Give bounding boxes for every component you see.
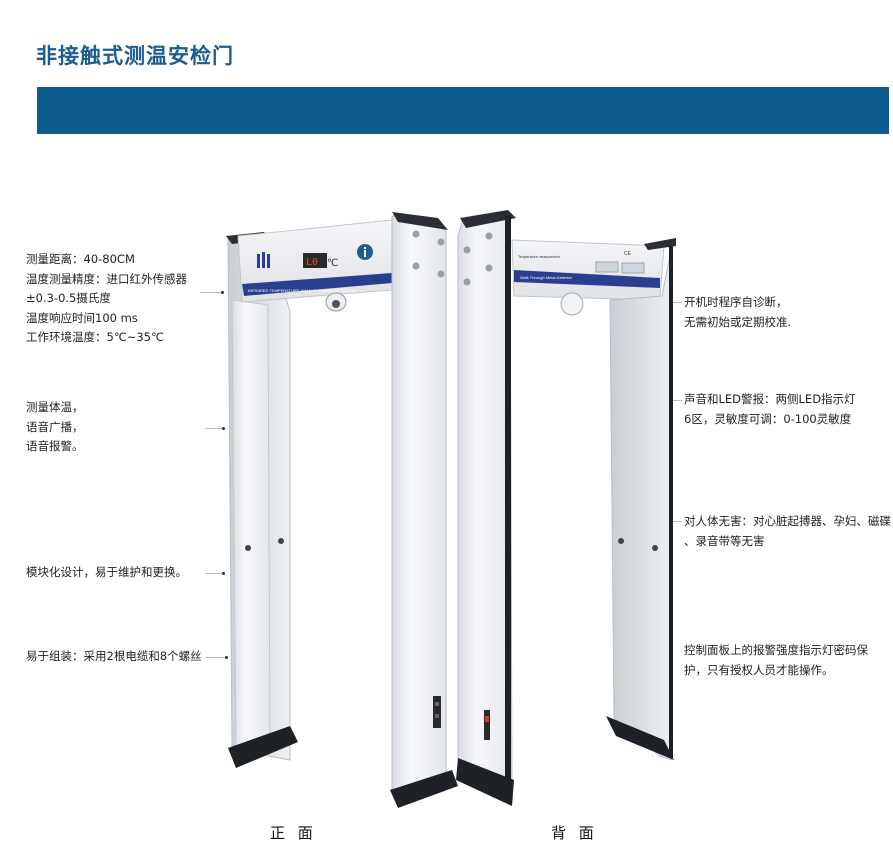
feature-line: 语音广播，: [26, 419, 84, 434]
leader-line: [668, 400, 682, 401]
front-strip-text: INFRARED TEMPERATURE WALK THROUGH DETECT…: [248, 288, 356, 293]
feature-line: 易于组装：采用2根电缆和8个螺丝: [26, 649, 202, 663]
feature-right-harmless: 对人体无害：对心脏起搏器、孕妇、磁碟 、录音带等无害: [684, 512, 891, 551]
screw-icon: [437, 270, 445, 278]
feature-line: 、录音带等无害: [684, 533, 765, 548]
feature-line: 声音和LED警报：两侧LED指示灯: [684, 392, 856, 406]
sensor-dot: [652, 545, 658, 551]
control-port: [433, 696, 441, 728]
leader-line: [205, 573, 223, 574]
feature-line: 温度测量精度：进口红外传感器: [26, 271, 187, 286]
screw-icon: [463, 278, 471, 286]
control-port: [484, 710, 490, 740]
feature-line: 温度响应时间100 ms: [26, 310, 138, 325]
feature-line: 测量体温，: [26, 400, 84, 414]
feature-line: 6区，灵敏度可调：0-100灵敏度: [684, 411, 852, 426]
feature-line: 测量距离：40-80CM: [26, 252, 135, 266]
camera-icon: [560, 292, 584, 316]
feature-right-alarm: 声音和LED警报：两侧LED指示灯 6区，灵敏度可调：0-100灵敏度: [684, 390, 856, 429]
back-top-text: Temperature measurement: [518, 255, 560, 259]
temperature-display-unit: ℃: [327, 258, 338, 269]
feature-line: 无需初始或定期校准.: [684, 314, 792, 329]
feature-left-voice: 测量体温， 语音广播， 语音报警。: [26, 398, 84, 457]
leader-line: [668, 302, 682, 303]
feature-line: 开机时程序自诊断，: [684, 295, 788, 309]
leader-dot: [222, 572, 225, 575]
ce-mark: CE: [372, 277, 380, 283]
screw-icon: [485, 264, 493, 272]
back-display: [595, 261, 619, 273]
feature-right-selftest: 开机时程序自诊断， 无需初始或定期校准.: [684, 293, 791, 332]
back-view-label: 背 面: [551, 824, 598, 842]
temperature-display: [303, 253, 327, 268]
feature-line: 控制面板上的报警强度指示灯密码保: [684, 643, 868, 657]
back-strip-text: Walk Through Metal Detector: [520, 275, 572, 280]
leader-line: [205, 428, 223, 429]
temperature-display-value: L0: [306, 257, 318, 268]
leader-line: [200, 292, 222, 293]
screw-icon: [463, 246, 471, 254]
feature-right-password: 控制面板上的报警强度指示灯密码保 护，只有授权人员才能操作。: [684, 641, 868, 680]
feature-line: 工作环境温度：5℃~35℃: [26, 330, 164, 344]
leader-line: [668, 521, 682, 522]
feature-line: ±0.3-0.5摄氏度: [26, 291, 111, 305]
screw-icon: [412, 230, 420, 238]
feature-left-measurement: 测量距离：40-80CM 温度测量精度：进口红外传感器 ±0.3-0.5摄氏度 …: [26, 250, 187, 348]
feature-line: 模块化设计，易于维护和更换。: [26, 565, 187, 579]
sensor-dot: [245, 545, 251, 551]
header-banner: [37, 87, 889, 134]
feature-line: 护，只有授权人员才能操作。: [684, 662, 834, 677]
page-title: 非接触式测温安检门: [36, 44, 234, 68]
leader-dot: [222, 427, 225, 430]
leader-dot: [225, 656, 228, 659]
feature-left-modular: 模块化设计，易于维护和更换。: [26, 563, 187, 583]
front-gate: INFRARED TEMPERATURE WALK THROUGH DETECT…: [226, 212, 458, 808]
leader-dot: [221, 291, 224, 294]
feature-line: 对人体无害：对心脏起搏器、孕妇、磁碟: [684, 514, 891, 528]
feature-line: 语音报警。: [26, 439, 84, 453]
front-view-label: 正 面: [270, 824, 317, 842]
leader-line: [206, 657, 226, 658]
back-display: [621, 262, 645, 274]
feature-left-assembly: 易于组装：采用2根电缆和8个螺丝: [26, 647, 202, 667]
sensor-dot: [278, 538, 284, 544]
screw-icon: [437, 238, 445, 246]
screw-icon: [485, 232, 493, 240]
logo-icon: [257, 252, 270, 268]
ce-mark: CE: [624, 251, 632, 257]
sensor-dot: [618, 538, 624, 544]
screw-icon: [412, 262, 420, 270]
back-gate: Walk Through Metal Detector Temperature …: [456, 210, 676, 806]
